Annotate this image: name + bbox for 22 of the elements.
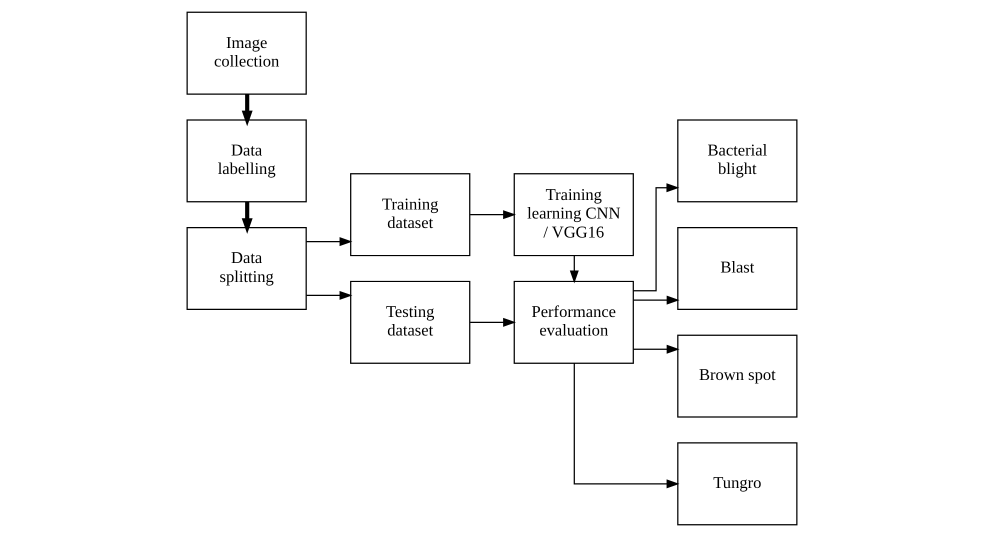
node-box: Training learning CNN / VGG16 <box>513 173 634 256</box>
arrow <box>306 290 352 300</box>
node-box: Data splitting <box>186 227 306 310</box>
node-box: Data labelling <box>186 119 306 202</box>
arrow <box>241 94 252 126</box>
arrow <box>633 183 679 292</box>
node-box: Training dataset <box>350 173 470 256</box>
arrow <box>306 237 352 246</box>
node-box: Testing dataset <box>350 280 470 364</box>
arrow <box>470 318 516 327</box>
arrow <box>569 256 578 284</box>
node-box: Bacterial blight <box>676 119 797 202</box>
arrow <box>241 202 252 234</box>
node-box: Tungro <box>676 442 797 526</box>
node-box: Performance evaluation <box>513 280 634 364</box>
node-box: Blast <box>676 227 797 310</box>
node-box: Image collection <box>186 12 306 95</box>
node-box: Brown spot <box>676 334 797 418</box>
arrow <box>573 364 679 488</box>
arrow <box>470 210 516 220</box>
arrow <box>633 296 680 305</box>
arrow <box>633 344 680 354</box>
